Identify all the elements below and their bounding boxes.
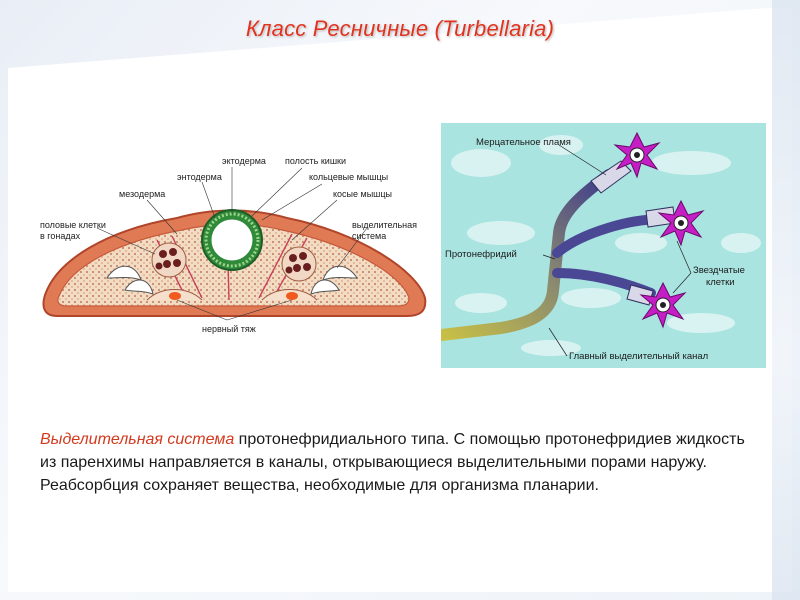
slide-edge-decoration — [772, 0, 800, 600]
gonad-right — [282, 247, 316, 281]
label-ectoderm: эктодерма — [222, 156, 266, 166]
label-stellate-2: клетки — [706, 277, 735, 288]
label-mesoderm: мезодерма — [119, 189, 165, 199]
label-stellate-1: Звездчатые — [693, 265, 745, 276]
label-sex-cells-1: половые клетки — [40, 220, 106, 230]
caption-highlight: Выделительная система — [40, 431, 234, 448]
gonad-left — [152, 243, 186, 277]
label-main-canal: Главный выделительный канал — [569, 351, 708, 362]
label-sex-cells-2: в гонадах — [40, 231, 81, 241]
protonephridia-diagram: Мерцательное пламя Протонефридий Звездча… — [441, 123, 766, 368]
caption-text: Выделительная система протонефридиальног… — [40, 428, 760, 497]
slide-title: Класс Ресничные (Turbellaria) — [0, 16, 800, 42]
label-flame: Мерцательное пламя — [476, 137, 571, 148]
label-excretory-1: выделительная — [352, 220, 417, 230]
label-protonephridium: Протонефридий — [445, 249, 517, 260]
gut-ring — [202, 210, 262, 270]
label-oblique-muscles: косые мышцы — [333, 189, 392, 199]
label-nerve-cord: нервный тяж — [202, 324, 256, 334]
label-endoderm: энтодерма — [177, 172, 222, 182]
label-excretory-2: система — [352, 231, 386, 241]
cross-section-diagram: эктодерма полость кишки энтодерма кольце… — [37, 150, 432, 340]
label-gut-cavity: полость кишки — [285, 156, 346, 166]
label-ring-muscles: кольцевые мышцы — [309, 172, 388, 182]
